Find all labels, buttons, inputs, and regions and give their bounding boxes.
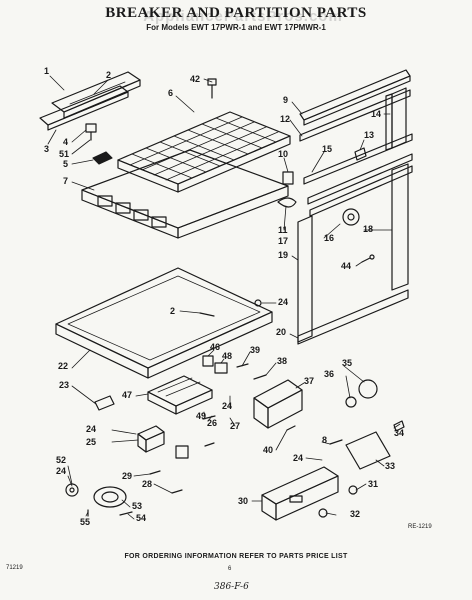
- callout-2b: 2: [170, 306, 176, 316]
- callout-47: 47: [122, 390, 133, 400]
- callout-27: 27: [230, 421, 241, 431]
- part-screw-42: [207, 78, 217, 99]
- part-cover-plate-33: [345, 431, 391, 470]
- callout-33: 33: [385, 461, 396, 471]
- callout-26: 26: [207, 418, 218, 428]
- callout-40: 40: [263, 445, 274, 455]
- part-thermostat-25: [137, 425, 165, 453]
- callout-28: 28: [142, 479, 153, 489]
- callout-55: 55: [80, 517, 91, 527]
- callout-30: 30: [238, 496, 249, 506]
- callout-42: 42: [190, 74, 201, 84]
- part-control-panel-30: [261, 466, 339, 521]
- callout-18: 18: [363, 224, 374, 234]
- callout-38: 38: [277, 356, 288, 366]
- callout-8: 8: [322, 435, 328, 445]
- part-partition-trim-12-15: [299, 89, 413, 217]
- part-breaker-tray: [81, 149, 289, 239]
- callout-52: 52: [56, 455, 67, 465]
- watermark: AppliancePartsPros.com: [143, 8, 343, 25]
- callout-31: 31: [368, 479, 379, 489]
- callout-13: 13: [364, 130, 375, 140]
- part-breaker-strip: [39, 71, 141, 131]
- part-screw-and-clip: [85, 123, 113, 165]
- callout-48: 48: [222, 351, 233, 361]
- callout-29: 29: [122, 471, 133, 481]
- callout-2: 2: [106, 70, 112, 80]
- part-clip-13: [354, 147, 367, 161]
- callout-36: 36: [324, 369, 335, 379]
- part-partition-panel: [55, 267, 273, 379]
- callout-39: 39: [250, 345, 261, 355]
- callout-3: 3: [44, 144, 50, 154]
- part-lamp-socket-53-55: [87, 486, 133, 517]
- part-screw-44: [361, 254, 375, 263]
- part-control-knob-16: [342, 208, 360, 226]
- callout-7: 7: [63, 176, 69, 186]
- handwritten-note: 386-F-6: [214, 582, 249, 592]
- part-vertical-trims-18-20: [297, 163, 409, 345]
- part-lamp-35-36: [345, 379, 378, 408]
- callout-46: 46: [210, 342, 221, 352]
- part-screws-28-29: [149, 445, 189, 494]
- callout-24a: 24: [278, 297, 289, 307]
- callout-32: 32: [350, 509, 361, 519]
- callout-15: 15: [322, 144, 333, 154]
- callout-10: 10: [278, 149, 289, 159]
- part-bracket-46-48: [202, 355, 267, 380]
- callout-53: 53: [132, 501, 143, 511]
- callout-23: 23: [59, 380, 70, 390]
- callout-14: 14: [371, 109, 382, 119]
- callout-37: 37: [304, 376, 315, 386]
- callout-19: 19: [278, 250, 289, 260]
- leader-lines: [47, 75, 401, 520]
- callout-44: 44: [341, 261, 352, 271]
- callout-34: 34: [394, 428, 405, 438]
- callout-35: 35: [342, 358, 353, 368]
- page-number: 6: [228, 566, 232, 572]
- callout-12: 12: [280, 114, 291, 124]
- callout-20: 20: [276, 327, 287, 337]
- ordering-note: FOR ORDERING INFORMATION REFER TO PARTS …: [124, 553, 348, 560]
- form-code: 71219: [6, 565, 23, 571]
- part-damper-control-47: [147, 375, 213, 415]
- callout-17: 17: [278, 236, 289, 246]
- callout-49: 49: [196, 411, 207, 421]
- callout-11: 11: [278, 225, 288, 235]
- callout-24d: 24: [293, 453, 304, 463]
- part-screws-2-24: [199, 299, 262, 317]
- callout-1: 1: [44, 66, 50, 76]
- callout-25: 25: [86, 437, 97, 447]
- callout-24e: 24: [56, 466, 67, 476]
- callout-9: 9: [283, 95, 289, 105]
- callout-4: 4: [63, 137, 69, 147]
- diagram-title: BREAKER AND PARTITION PARTS: [105, 5, 367, 21]
- part-trim-strip-9: [299, 69, 411, 126]
- callout-5: 5: [63, 159, 69, 169]
- diagram-subtitle: For Models EWT 17PWR-1 and EWT 17PMWR-1: [146, 23, 326, 32]
- part-shelf-grid: [117, 111, 291, 193]
- callout-24c: 24: [86, 424, 97, 434]
- part-small-parts-8-34: [329, 420, 405, 445]
- callout-22: 22: [58, 361, 69, 371]
- callout-6: 6: [168, 88, 174, 98]
- callout-24b: 24: [222, 401, 233, 411]
- drawing-code: RE-1219: [408, 524, 432, 530]
- part-clip-23: [94, 395, 115, 411]
- callout-54: 54: [136, 513, 147, 523]
- callout-51: 51: [59, 149, 70, 159]
- part-light-housing-37: [253, 379, 303, 429]
- part-hardware-10-11: [277, 171, 297, 208]
- callout-16: 16: [324, 233, 335, 243]
